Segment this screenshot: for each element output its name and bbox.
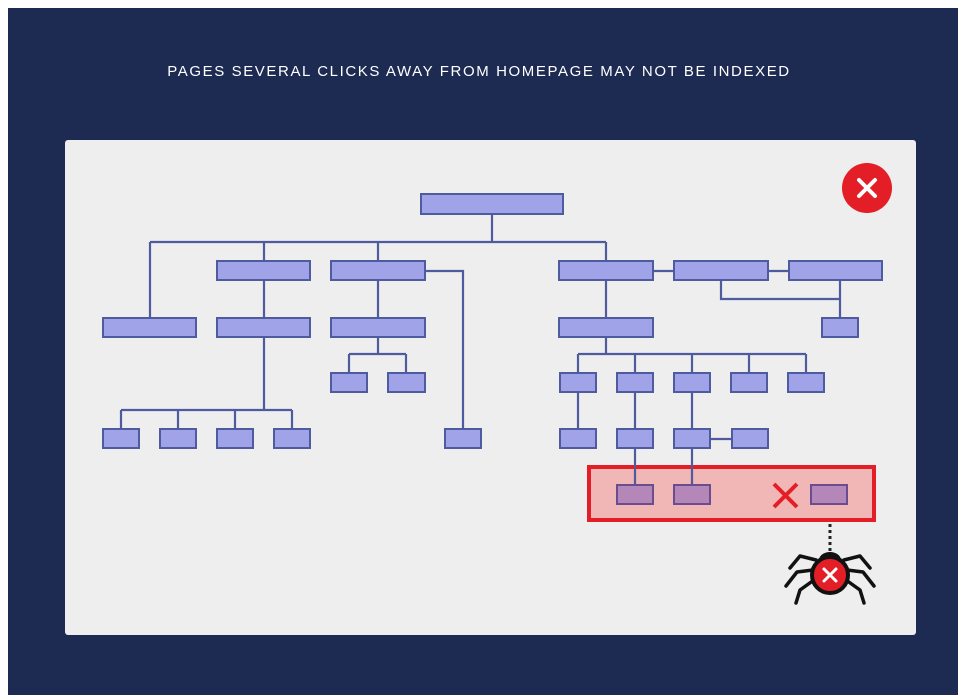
connector [576, 392, 694, 429]
page-title: PAGES SEVERAL CLICKS AWAY FROM HOMEPAGE … [167, 63, 791, 80]
page-node [673, 372, 711, 393]
page-node [216, 317, 311, 338]
spider-icon [784, 552, 876, 605]
page-node [216, 428, 254, 449]
page-nodes [102, 193, 883, 449]
connector [576, 354, 808, 373]
homepage-node [420, 193, 564, 215]
page-node [616, 428, 654, 449]
connector [425, 269, 465, 429]
connector [633, 448, 694, 485]
page-node [821, 317, 859, 338]
connector [719, 280, 842, 318]
connectors [119, 214, 842, 485]
unindexed-page-node [673, 484, 711, 505]
connector [119, 410, 294, 429]
page-node [788, 260, 883, 281]
page-node [330, 260, 426, 281]
page-node [216, 260, 311, 281]
page-node [559, 428, 597, 449]
unindexed-page-node [616, 484, 654, 505]
page-node [387, 372, 426, 393]
page-node [673, 428, 711, 449]
page-node [616, 372, 654, 393]
site-structure-panel [65, 140, 916, 635]
page-node [731, 428, 769, 449]
unindexed-page-node [810, 484, 848, 505]
page-node [730, 372, 768, 393]
page-node [558, 260, 654, 281]
page-node [273, 428, 311, 449]
page-node [330, 372, 368, 393]
unindexed-nodes [616, 484, 848, 505]
page-node [558, 317, 654, 338]
not-indexed-badge [842, 163, 892, 213]
page-node [330, 317, 426, 338]
page-node [673, 260, 769, 281]
cross-mark-icon [772, 482, 799, 509]
page-node [559, 372, 597, 393]
page-node [102, 317, 197, 338]
connector [347, 337, 408, 373]
connector-bus [578, 337, 806, 356]
page-node [444, 428, 482, 449]
page-node [102, 428, 140, 449]
close-icon [857, 178, 877, 198]
page-node [159, 428, 197, 449]
page-node [787, 372, 825, 393]
